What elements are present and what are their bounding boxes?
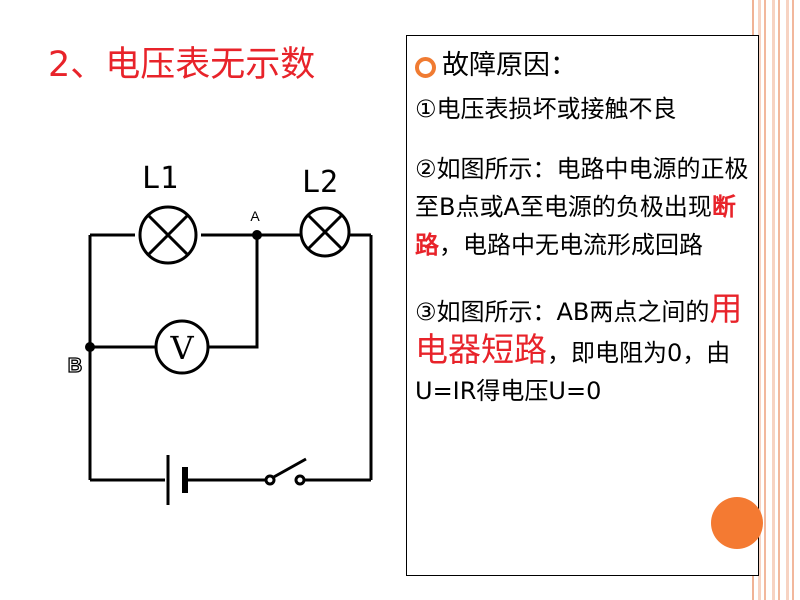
reason-item-2: ②如图所示：电路中电源的正极至B点或A至电源的负极出现断路，电路中无电流形成回路 [415,150,750,264]
point-a-label: A [250,208,260,224]
slide-title: 2、电压表无示数 [48,45,316,85]
panel-heading: 故障原因： [415,42,750,90]
panel-heading-text: 故障原因： [442,50,577,81]
reason-item-3: ③如图所示：AB两点之间的用电器短路，即电阻为0，由U=IR得电压U=0 [415,290,750,410]
point-b-label: B [68,355,82,377]
lamp2-label: L2 [302,165,338,200]
reason-3-part2: ，即电阻为0，由U=IR得电压U=0 [415,339,731,405]
reason-3-part1: ③如图所示：AB两点之间的 [415,298,710,326]
lamp-l2 [299,206,351,258]
decorative-orange-circle [711,497,763,549]
reason-2-part1: ②如图所示：电路中电源的正极至B点或A至电源的负极出现 [415,155,749,221]
switch [264,457,307,486]
reason-2-part2: ，电路中无电流形成回路 [439,231,703,259]
wire-voltmeter-right [208,235,259,349]
reason-item-1: ①电压表损坏或接触不良 [415,90,750,128]
reason-1-text: ①电压表损坏或接触不良 [415,95,677,123]
battery [166,455,188,505]
reason-2-highlight: 断路 [415,193,736,259]
lamp1-label: L1 [142,161,178,196]
lamp-l1 [138,205,198,265]
circuit-diagram: V L1 L2 A B [67,161,373,505]
bullet-ring-icon [415,56,436,78]
voltmeter [154,319,210,375]
voltmeter-label: V [169,329,194,367]
junction-b [85,342,95,352]
reason-3-highlight: 用电器短路 [415,289,743,369]
fault-reasons-panel: 故障原因： ①电压表损坏或接触不良 ②如图所示：电路中电源的正极至B点或A至电源… [406,35,759,576]
junction-a [252,230,262,240]
